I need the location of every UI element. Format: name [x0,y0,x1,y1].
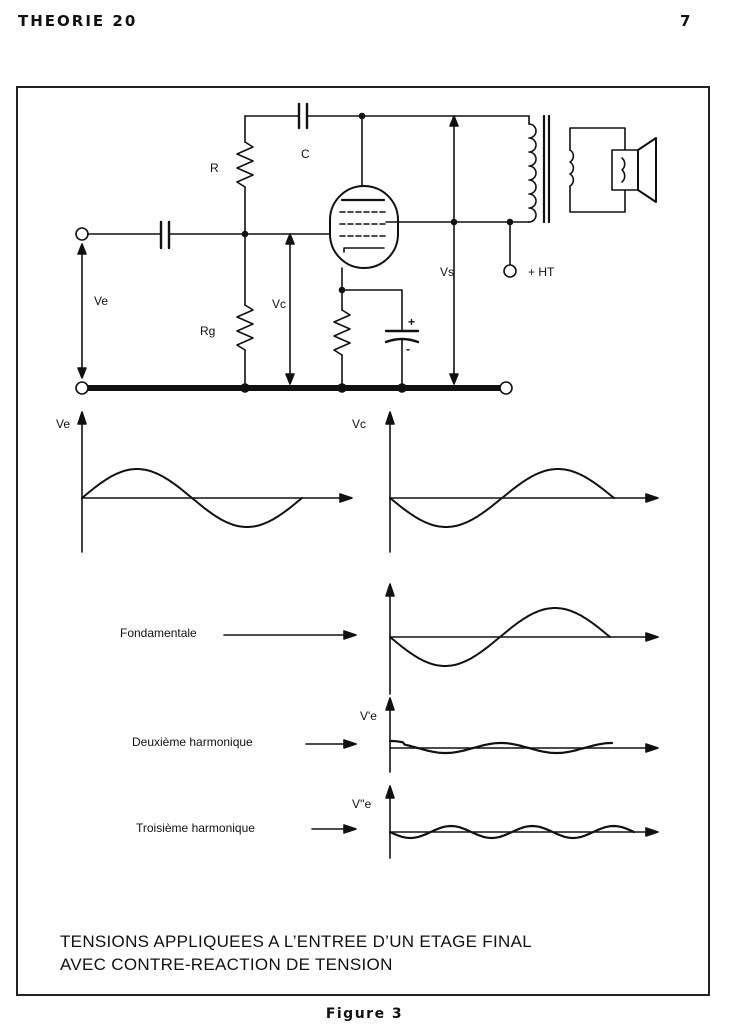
label-r: R [210,161,219,175]
circuit-schematic [75,102,657,395]
label-rg: Rg [200,324,215,338]
label-second-axis: V'e [360,709,377,723]
label-second-harmonic: Deuxième harmonique [132,735,253,749]
plot-ve [77,411,353,553]
label-ve-axis: Ve [56,417,70,431]
label-cap-minus: - [406,342,410,356]
plot-third-harmonic [311,785,659,859]
label-c: C [301,147,310,161]
plot-second-harmonic [305,697,659,773]
label-vs: Vs [440,265,454,279]
page-header-title: THEORIE 20 [18,12,138,30]
label-ht: + HT [528,265,555,279]
caption-line-2: AVEC CONTRE-REACTION DE TENSION [60,955,393,974]
label-fundamental: Fondamentale [120,626,197,640]
label-third-axis: V''e [352,797,372,811]
figure-label: Figure 3 [325,1006,404,1022]
label-vc-axis: Vc [352,417,366,431]
figure-frame [16,86,710,996]
ht-terminal [503,264,517,278]
plot-fundamental [223,583,659,695]
caption-line-1: TENSIONS APPLIQUEES A L’ENTREE D’UN ETAG… [60,932,532,951]
page-number: 7 [680,12,693,30]
input-terminal [75,227,89,241]
label-ve-circuit: Ve [94,294,108,308]
label-vc-circuit: Vc [272,297,286,311]
figure-caption: TENSIONS APPLIQUEES A L’ENTREE D’UN ETAG… [60,930,680,976]
plot-vc [385,411,659,553]
label-cap-plus: + [408,315,415,329]
label-third-harmonic: Troisième harmonique [136,821,255,835]
